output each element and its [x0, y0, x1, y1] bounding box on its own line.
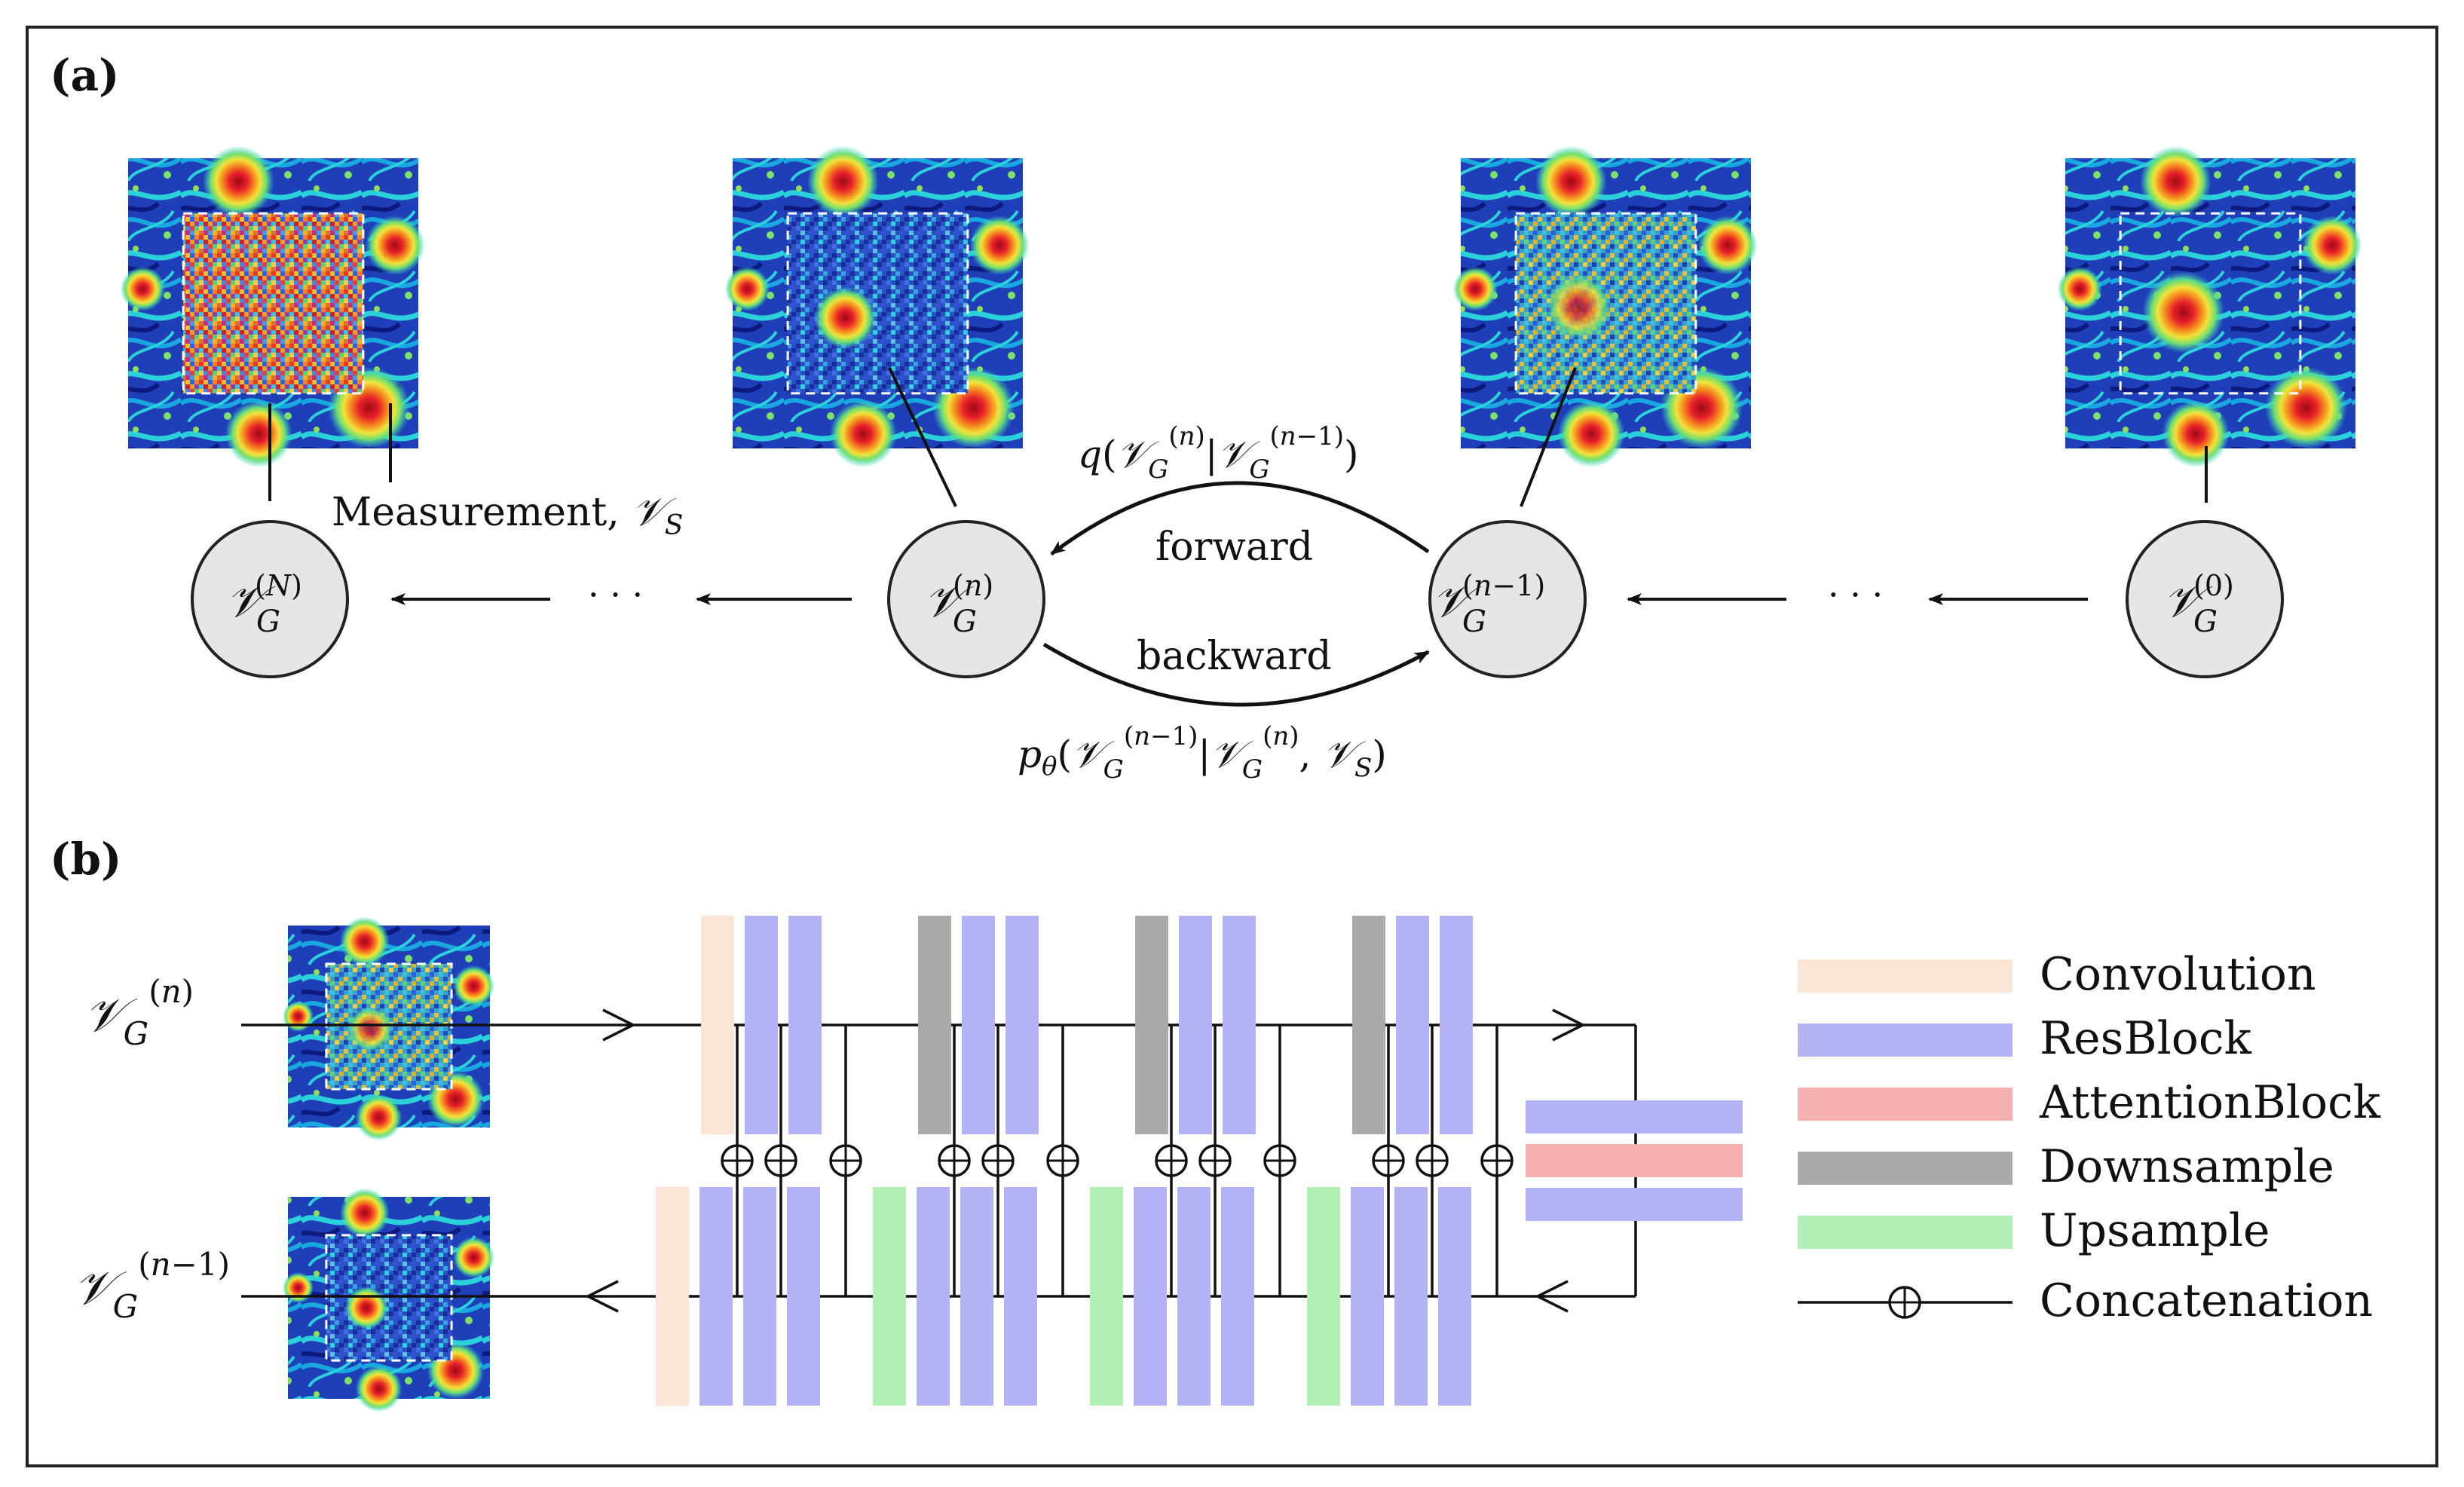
conv-block	[656, 1187, 689, 1406]
legend-item-attentionblock: AttentionBlock	[1798, 1076, 2381, 1129]
legend-swatch	[1798, 1023, 2013, 1057]
bottleneck-resblock	[1526, 1188, 1743, 1221]
resblock	[699, 1187, 733, 1406]
resblock	[1394, 1187, 1428, 1406]
legend-item-resblock: ResBlock	[1798, 1012, 2251, 1065]
figure-frame	[26, 26, 2438, 1467]
legend-swatch	[1798, 959, 2013, 993]
node-state-n: 𝒱 G (n)	[887, 520, 1045, 678]
resblock	[743, 1187, 776, 1406]
legend-item-upsample: Upsample	[1798, 1204, 2270, 1257]
resblock	[1438, 1187, 1471, 1406]
svg-text:G: G	[1462, 604, 1486, 639]
legend-item-concatenation: Concatenation	[1798, 1274, 2373, 1327]
legend-swatch	[1798, 1088, 2013, 1121]
resblock	[745, 916, 778, 1134]
field-snapshot-n-1	[1452, 145, 1758, 468]
backward-equation: pθ(𝒱G(n−1)|𝒱G(n), 𝒱S)	[1018, 721, 1387, 785]
forward-label: forward	[1155, 525, 1313, 570]
legend-swatch	[1798, 1216, 2013, 1249]
legend: ConvolutionResBlockAttentionBlockDownsam…	[1798, 948, 2381, 1327]
forward-arrow	[1050, 481, 1430, 555]
unet-architecture	[241, 916, 1743, 1406]
resblock	[1351, 1187, 1384, 1406]
field-snapshot-0	[2057, 145, 2362, 468]
io-field-snapshots	[282, 916, 495, 1412]
forward-equation: q(𝒱G(n)|𝒱G(n−1))	[1078, 421, 1359, 485]
input-label: 𝒱G(n)	[84, 973, 194, 1052]
field-snapshots	[120, 145, 2362, 468]
resblock	[1221, 1187, 1254, 1406]
resblock	[960, 1187, 993, 1406]
bottleneck-attentionblock	[1526, 1144, 1743, 1177]
resblock	[1177, 1187, 1211, 1406]
backward-arrow	[1042, 642, 1430, 707]
svg-text:G: G	[2193, 604, 2218, 639]
legend-item-downsample: Downsample	[1798, 1140, 2334, 1193]
resblock	[1005, 916, 1039, 1134]
output-arrowhead	[585, 1280, 619, 1313]
resblock	[1134, 1187, 1167, 1406]
node-state-n-minus-1: 𝒱 G (n−1)	[1428, 520, 1587, 678]
output-label: 𝒱G(n−1)	[74, 1246, 230, 1325]
backward-label: backward	[1137, 634, 1332, 679]
resblock	[787, 1187, 820, 1406]
legend-label: Convolution	[2040, 948, 2316, 1001]
node-state-0: 𝒱 G (0)	[2126, 520, 2284, 678]
resblock	[1179, 916, 1212, 1134]
field-snapshot-N	[120, 145, 425, 468]
output-field-snapshot	[282, 1188, 495, 1412]
input-field-snapshot	[282, 916, 495, 1141]
ellipsis-left: · · ·	[588, 574, 643, 615]
legend-label: ResBlock	[2040, 1012, 2251, 1065]
resblock	[962, 916, 995, 1134]
decoder-arrowhead	[1535, 1280, 1569, 1313]
connector-line	[1520, 367, 1577, 507]
svg-text:G: G	[953, 604, 977, 639]
downsample-block	[1352, 916, 1385, 1134]
legend-label: AttentionBlock	[2039, 1076, 2381, 1129]
bottleneck-resblock	[1526, 1100, 1743, 1134]
conv-block	[701, 916, 734, 1134]
legend-item-convolution: Convolution	[1798, 948, 2316, 1001]
downsample-block	[1135, 916, 1168, 1134]
node-state-N: 𝒱 G (N)	[191, 520, 349, 678]
resblock	[917, 1187, 950, 1406]
legend-label: Concatenation	[2040, 1274, 2373, 1327]
svg-text:(0): (0)	[2193, 569, 2234, 602]
legend-label: Upsample	[2040, 1204, 2270, 1257]
connector-line	[888, 367, 957, 507]
panel-b-label: (b)	[50, 834, 121, 885]
downsample-block	[918, 916, 951, 1134]
resblock	[1223, 916, 1256, 1134]
legend-label: Downsample	[2040, 1140, 2334, 1193]
ellipsis-right: · · ·	[1828, 574, 1883, 615]
svg-text:(N): (N)	[255, 569, 302, 602]
bottleneck-arrowhead	[1552, 1008, 1586, 1042]
panel-a-label: (a)	[50, 50, 119, 101]
upsample-block	[873, 1187, 906, 1406]
resblock	[788, 916, 822, 1134]
measurement-label: Measurement, 𝒱S	[332, 490, 683, 541]
svg-text:(n−1): (n−1)	[1462, 569, 1545, 602]
upsample-block	[1090, 1187, 1123, 1406]
svg-text:G: G	[256, 604, 280, 639]
resblock	[1396, 916, 1429, 1134]
resblock	[1440, 916, 1473, 1134]
upsample-block	[1307, 1187, 1340, 1406]
field-snapshot-n	[724, 145, 1030, 468]
legend-swatch	[1798, 1152, 2013, 1185]
resblock	[1004, 1187, 1037, 1406]
input-arrowhead	[602, 1008, 636, 1042]
svg-text:(n): (n)	[953, 569, 993, 602]
